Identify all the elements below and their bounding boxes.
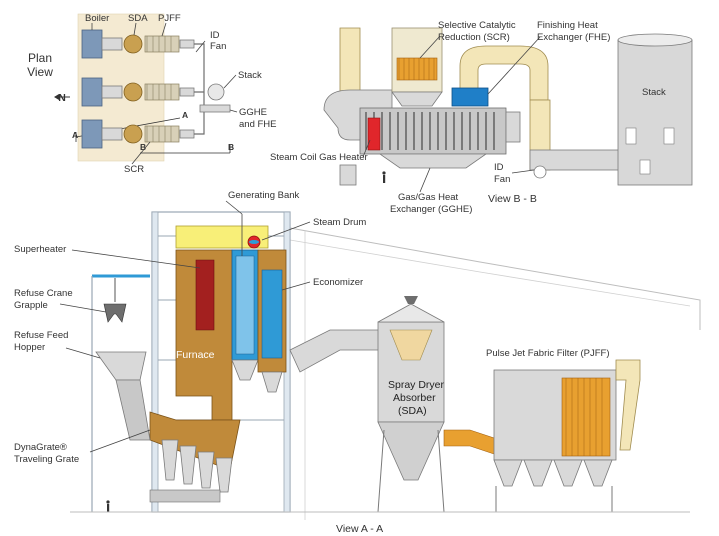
steam-coil-gas-heater — [367, 117, 381, 151]
view-b-b: Selective Catalytic Reduction (SCR) Fini… — [270, 20, 693, 215]
fhe-label-1: Finishing Heat — [537, 20, 598, 31]
pjff-bag-compartment — [561, 377, 611, 457]
plan-idfan-label-1: ID — [210, 30, 220, 41]
plan-boiler-label: Boiler — [85, 13, 109, 24]
person-scale-icon — [382, 171, 386, 183]
steam-coil-label: Steam Coil Gas Heater — [270, 152, 368, 163]
finishing-heat-exchanger — [451, 87, 489, 107]
north-label: N — [58, 92, 66, 104]
crane-label-2: Grapple — [14, 300, 48, 311]
view-b-idfan-label-2: Fan — [494, 174, 510, 185]
ash-conveyor — [149, 489, 221, 503]
stack — [617, 39, 693, 186]
scr-catalyst-bed — [396, 57, 438, 81]
plan-scr-label: SCR — [124, 164, 144, 175]
furnace-label: Furnace — [176, 349, 215, 361]
plan-train-1 — [81, 29, 195, 59]
superheater-label: Superheater — [14, 244, 66, 255]
sda-label-2: Absorber — [393, 392, 436, 404]
section-a-marker-1: A — [72, 130, 78, 140]
gghe-label-2: Exchanger (GGHE) — [390, 204, 472, 215]
feed-label-1: Refuse Feed — [14, 330, 68, 341]
plan-gghe-label-1: GGHE — [239, 107, 267, 118]
crane-label-1: Refuse Crane — [14, 288, 73, 299]
grapple-icon — [103, 278, 127, 323]
steam-drum-label: Steam Drum — [313, 217, 366, 228]
plan-flue-manifold — [194, 43, 205, 135]
stack-label: Stack — [642, 87, 666, 98]
feed-label-2: Hopper — [14, 342, 45, 353]
sda-outlet-duct — [443, 429, 501, 457]
superheater-section — [195, 259, 215, 331]
sda-label-1: Spray Dryer — [388, 379, 445, 391]
sda-atomizer-plume — [389, 329, 433, 361]
plan-stack-label: Stack — [238, 70, 262, 81]
boiler-roof-enclosure — [175, 225, 269, 249]
scr-label-1: Selective Catalytic — [438, 20, 516, 31]
pjff-hoppers — [493, 459, 613, 487]
plan-sda-label: SDA — [128, 13, 148, 24]
generating-bank-label: Generating Bank — [228, 190, 300, 201]
economizer-label: Economizer — [313, 277, 363, 288]
sda-label-3: (SDA) — [398, 405, 427, 417]
plan-train-3 — [81, 119, 195, 149]
section-a-marker-2: A — [182, 110, 188, 120]
economizer — [261, 269, 283, 359]
gghe-outlet-duct — [505, 111, 521, 143]
plan-view-title-1: Plan — [28, 51, 52, 65]
view-a-caption: View A - A — [336, 523, 383, 535]
plan-gghe-box — [199, 104, 231, 113]
view-b-caption: View B - B — [488, 193, 537, 205]
pjff-outlet-duct — [615, 359, 641, 451]
grate-label-2: Traveling Grate — [14, 454, 79, 465]
scr-support-structure — [339, 164, 357, 186]
grate-hoppers — [161, 439, 233, 493]
plan-gghe-label-2: and FHE — [239, 119, 277, 130]
boiler-outlet-duct — [289, 329, 381, 373]
fhe-label-2: Exchanger (FHE) — [537, 32, 610, 43]
plan-view: Plan View N Boiler SDA PJFF ID Fan Stack… — [27, 13, 276, 175]
person-scale-icon-a — [106, 500, 110, 512]
scr-hopper — [391, 91, 443, 107]
plan-idfan-label-2: Fan — [210, 41, 226, 52]
sda-cone — [377, 421, 445, 481]
section-b-marker-1: B — [140, 142, 146, 152]
plan-pjff-label: PJFF — [158, 13, 181, 24]
plan-view-title-2: View — [27, 65, 53, 79]
section-line-b — [140, 145, 231, 154]
pjff-label: Pulse Jet Fabric Filter (PJFF) — [486, 348, 610, 359]
grate-label-1: DynaGrate® — [14, 442, 67, 453]
scr-label-2: Reduction (SCR) — [438, 32, 510, 43]
view-b-idfan-label-1: ID — [494, 162, 504, 173]
view-a-a: Generating Bank Steam Drum Superheater E… — [14, 190, 701, 535]
refuse-feed-hopper — [95, 351, 147, 381]
plan-stack-symbol — [207, 83, 225, 101]
gghe-label-1: Gas/Gas Heat — [398, 192, 459, 203]
plan-train-2 — [81, 77, 195, 107]
section-b-marker-2: B — [228, 142, 234, 152]
north-arrow-icon: N — [54, 92, 70, 104]
gghe-bottom-hopper — [378, 153, 488, 169]
building-roof-line — [289, 227, 701, 330]
fan-icon — [533, 165, 547, 179]
